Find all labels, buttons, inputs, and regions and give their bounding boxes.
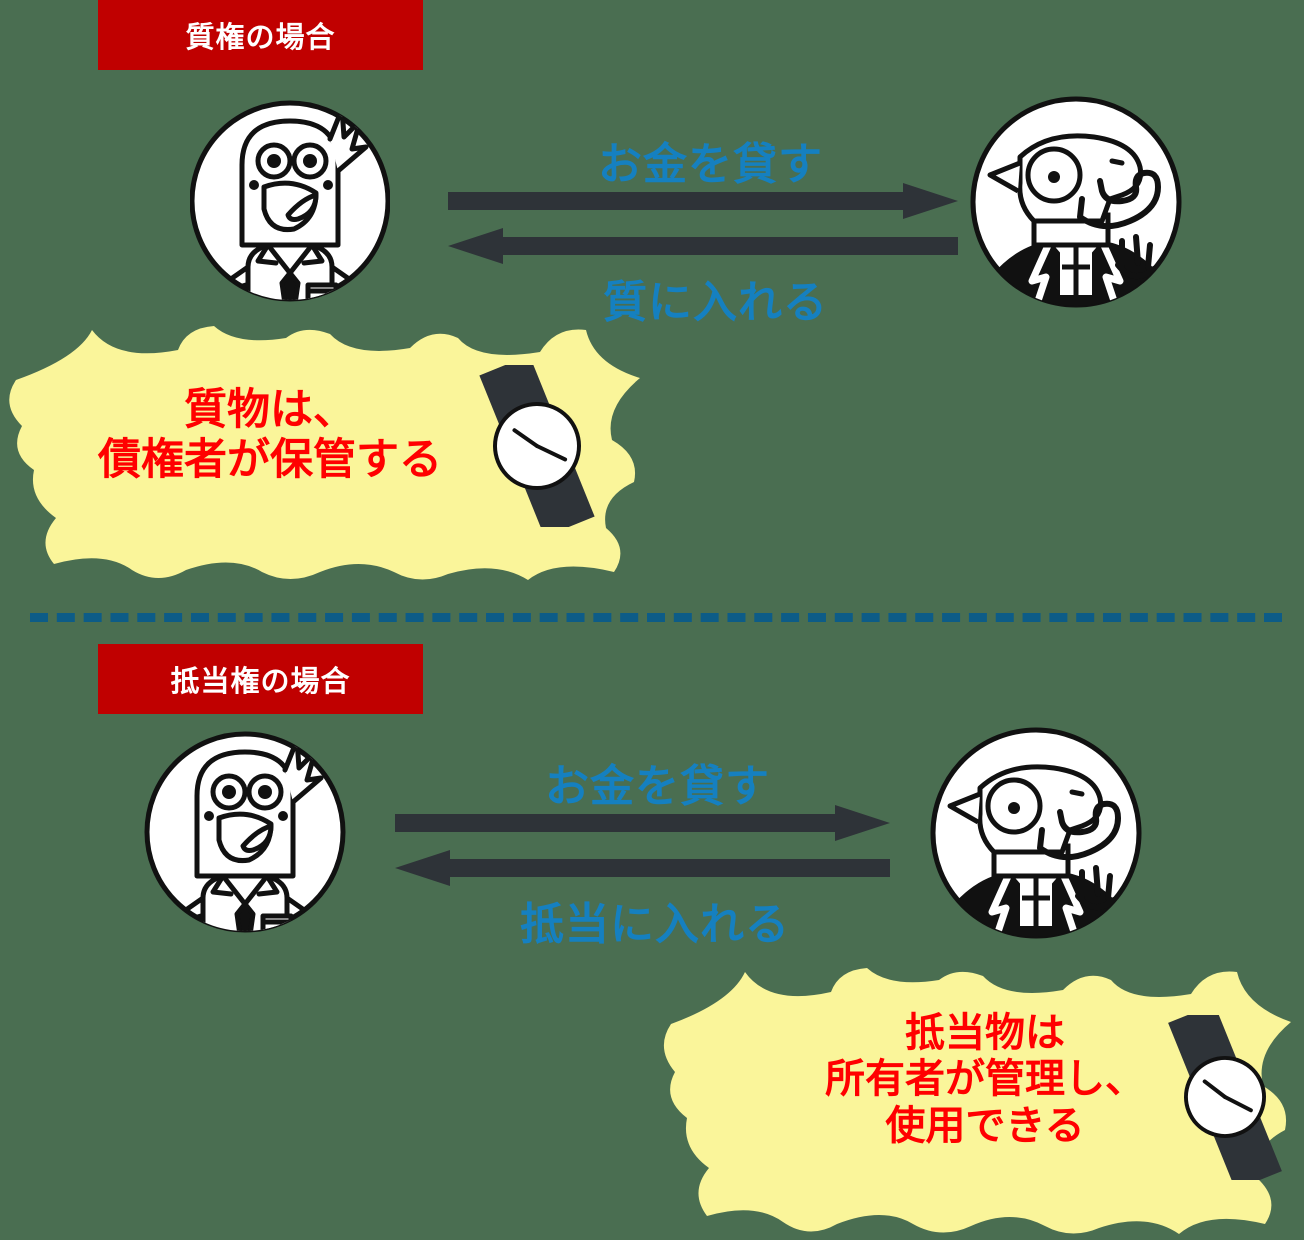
arrow-label-pledge-collateral: 質に入れる — [603, 278, 828, 327]
arrow-right-lend-money-pledge — [448, 183, 958, 219]
bird-businessman-avatar — [190, 95, 390, 307]
chameleon-creditor-avatar — [922, 726, 1150, 941]
section-divider — [30, 613, 1282, 622]
section-banner-mortgage: 抵当権の場合 — [98, 644, 423, 714]
section-banner-pledge: 質権の場合 — [98, 0, 423, 70]
arrow-label-lend-money-mortgage: お金を貸す — [545, 762, 770, 811]
callout-burst-mortgage — [655, 962, 1300, 1240]
callout-text-mortgage: 抵当物は 所有者が管理し、 使用できる — [825, 1011, 1145, 1148]
arrow-right-lend-money-mortgage — [395, 805, 890, 841]
arrow-left-pledge-collateral — [448, 228, 958, 264]
callout-burst-pledge — [0, 322, 650, 587]
chameleon-creditor-avatar — [962, 95, 1190, 310]
arrow-left-mortgage-collateral — [395, 850, 890, 886]
arrow-label-mortgage-collateral: 抵当に入れる — [520, 900, 790, 949]
callout-text-pledge: 質物は、 債権者が保管する — [98, 386, 442, 484]
arrow-label-lend-money-pledge: お金を貸す — [598, 140, 823, 189]
wristwatch-icon — [452, 365, 622, 527]
wristwatch-icon — [1148, 1015, 1303, 1180]
bird-businessman-avatar — [142, 726, 348, 938]
